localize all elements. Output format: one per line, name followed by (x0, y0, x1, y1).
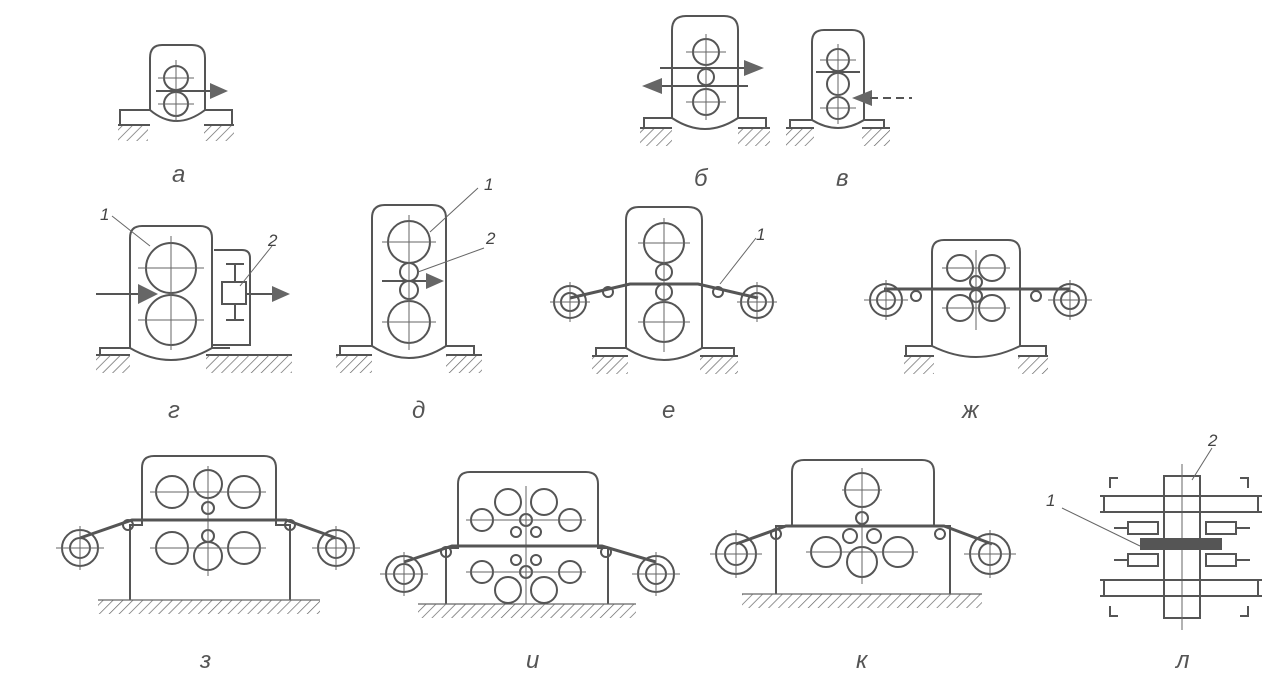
stand-v (786, 29, 912, 146)
label-g: г (168, 397, 180, 424)
label-d: д (412, 397, 425, 424)
label-v: в (836, 165, 849, 192)
stand-b (640, 15, 770, 146)
label-i: и (526, 647, 539, 674)
stand-l (1061, 447, 1262, 630)
label-zh: ж (961, 397, 980, 424)
label-b: б (694, 165, 709, 192)
stand-e (550, 206, 777, 374)
label-l: л (1174, 647, 1190, 674)
label-a: а (172, 161, 185, 188)
callout-e-1: 1 (756, 225, 765, 244)
callout-d-2: 2 (485, 229, 496, 248)
stand-zh (864, 239, 1092, 374)
callout-g-1: 1 (100, 205, 109, 224)
label-z: з (199, 647, 211, 674)
stand-z (56, 455, 360, 614)
stand-i (380, 471, 680, 618)
label-k: к (856, 647, 869, 674)
callout-l-1: 1 (1046, 491, 1055, 510)
callout-d-1: 1 (484, 175, 493, 194)
stand-a (118, 44, 234, 141)
stand-g (96, 215, 292, 373)
stand-d (336, 187, 485, 373)
callout-l-2: 2 (1207, 431, 1218, 450)
callout-g-2: 2 (267, 231, 278, 250)
label-e: е (662, 397, 675, 424)
stand-k (710, 459, 1016, 608)
